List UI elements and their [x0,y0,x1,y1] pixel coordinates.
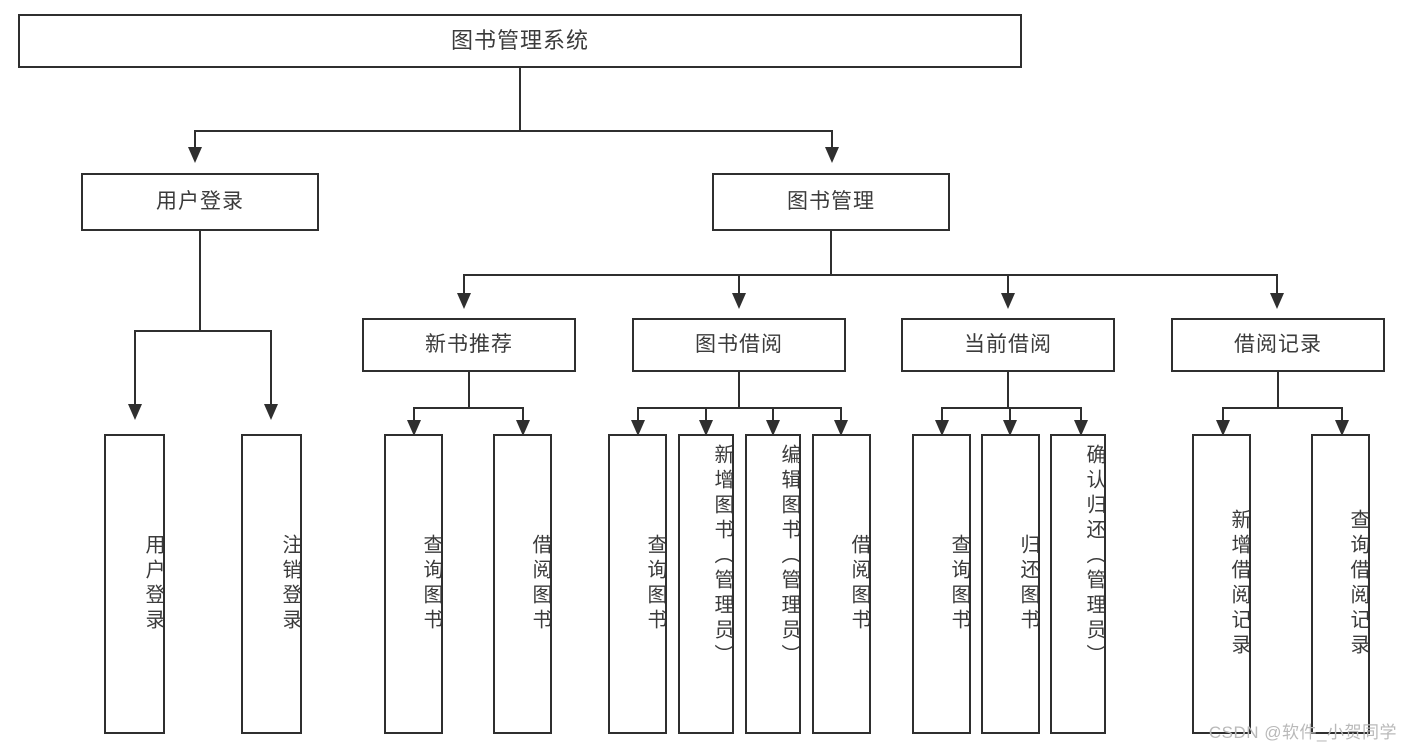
connector-bookmanage-stem [830,231,832,275]
connector-bookborrow-drop-4 [840,407,842,421]
connector-bookmanage-drop-2 [738,274,740,294]
connector-bookmanage-drop-3 [1007,274,1009,294]
connector-userlogin-drop-1 [134,330,136,405]
arrow-to-user-login [188,147,202,163]
node-label: 图书管理系统 [450,28,589,54]
connector-borrowrecord-drop-2 [1341,407,1343,421]
arrow-to-leaf-borrow-book-2 [834,420,848,436]
arrow-to-leaf-query-book-3 [935,420,949,436]
node-label: 查询图书 [420,534,442,634]
arrow-to-leaf-add-book [699,420,713,436]
arrow-to-leaf-user-login [128,404,142,420]
connector-userlogin-stem [199,231,201,331]
connector-bookmanage-bar [463,274,1277,276]
node-label: 确认归还（管理员） [1083,444,1105,669]
connector-currentborrow-drop-1 [941,407,943,421]
arrow-to-leaf-edit-book [766,420,780,436]
connector-bookmanage-drop-4 [1276,274,1278,294]
node-leaf-borrow-book-2[interactable]: 借阅图书 [812,434,871,734]
arrow-to-leaf-add-record [1216,420,1230,436]
arrow-to-book-borrow [732,293,746,309]
node-leaf-query-book-2[interactable]: 查询图书 [608,434,667,734]
node-leaf-add-book[interactable]: 新增图书（管理员） [678,434,734,734]
connector-bookmanage-drop-1 [463,274,465,294]
node-label: 借阅记录 [1234,332,1322,356]
node-leaf-borrow-book-1[interactable]: 借阅图书 [493,434,552,734]
node-leaf-query-record[interactable]: 查询借阅记录 [1311,434,1370,734]
connector-root-stem [519,68,521,131]
connector-bookborrow-drop-2 [705,407,707,421]
node-label: 图书借阅 [695,332,783,356]
node-book-borrow[interactable]: 图书借阅 [632,318,846,372]
csdn-watermark: CSDN @软件_小贺同学 [1208,723,1397,742]
node-leaf-query-book-1[interactable]: 查询图书 [384,434,443,734]
connector-currentborrow-bar [941,407,1082,409]
node-new-book-recommend[interactable]: 新书推荐 [362,318,576,372]
node-leaf-edit-book[interactable]: 编辑图书（管理员） [745,434,801,734]
connector-borrowrecord-bar [1222,407,1343,409]
connector-newbook-drop-1 [413,407,415,421]
node-label: 当前借阅 [964,332,1052,356]
node-leaf-user-login[interactable]: 用户登录 [104,434,165,734]
connector-root-bar [194,130,833,132]
node-label: 新书推荐 [425,332,513,356]
connector-currentborrow-stem [1007,372,1009,408]
connector-root-drop-left [194,130,196,148]
node-label: 查询图书 [948,534,970,634]
node-borrow-record[interactable]: 借阅记录 [1171,318,1385,372]
node-label: 查询借阅记录 [1347,509,1369,659]
node-label: 借阅图书 [848,534,870,634]
connector-bookborrow-drop-3 [772,407,774,421]
node-label: 图书管理 [787,189,875,213]
node-label: 归还图书 [1017,534,1039,634]
arrow-to-borrow-record [1270,293,1284,309]
connector-root-drop-right [831,130,833,148]
node-label: 新增借阅记录 [1228,509,1250,659]
connector-newbook-bar [413,407,524,409]
node-label: 用户登录 [156,189,244,213]
arrow-to-leaf-return-book [1003,420,1017,436]
node-label: 借阅图书 [529,534,551,634]
connector-userlogin-drop-2 [270,330,272,405]
node-leaf-return-book[interactable]: 归还图书 [981,434,1040,734]
node-root-system[interactable]: 图书管理系统 [18,14,1022,68]
node-book-manage[interactable]: 图书管理 [712,173,950,231]
node-label: 用户登录 [142,534,164,634]
connector-bookborrow-bar [637,407,842,409]
node-user-login[interactable]: 用户登录 [81,173,319,231]
arrow-to-current-borrow [1001,293,1015,309]
connector-currentborrow-drop-3 [1080,407,1082,421]
node-label: 编辑图书（管理员） [778,444,800,669]
node-leaf-logout[interactable]: 注销登录 [241,434,302,734]
arrow-to-new-book-recommend [457,293,471,309]
arrow-to-book-manage [825,147,839,163]
arrow-to-leaf-query-record [1335,420,1349,436]
connector-userlogin-bar [134,330,272,332]
node-leaf-query-book-3[interactable]: 查询图书 [912,434,971,734]
connector-borrowrecord-stem [1277,372,1279,408]
node-leaf-add-record[interactable]: 新增借阅记录 [1192,434,1251,734]
node-label: 新增图书（管理员） [711,444,733,669]
connector-newbook-drop-2 [522,407,524,421]
arrow-to-leaf-logout [264,404,278,420]
node-label: 注销登录 [279,534,301,634]
arrow-to-leaf-query-book-1 [407,420,421,436]
connector-currentborrow-drop-2 [1009,407,1011,421]
node-label: 查询图书 [644,534,666,634]
arrow-to-leaf-confirm-return [1074,420,1088,436]
connector-borrowrecord-drop-1 [1222,407,1224,421]
arrow-to-leaf-query-book-2 [631,420,645,436]
connector-bookborrow-stem [738,372,740,408]
arrow-to-leaf-borrow-book-1 [516,420,530,436]
connector-newbook-stem [468,372,470,408]
node-leaf-confirm-return[interactable]: 确认归还（管理员） [1050,434,1106,734]
node-current-borrow[interactable]: 当前借阅 [901,318,1115,372]
connector-bookborrow-drop-1 [637,407,639,421]
